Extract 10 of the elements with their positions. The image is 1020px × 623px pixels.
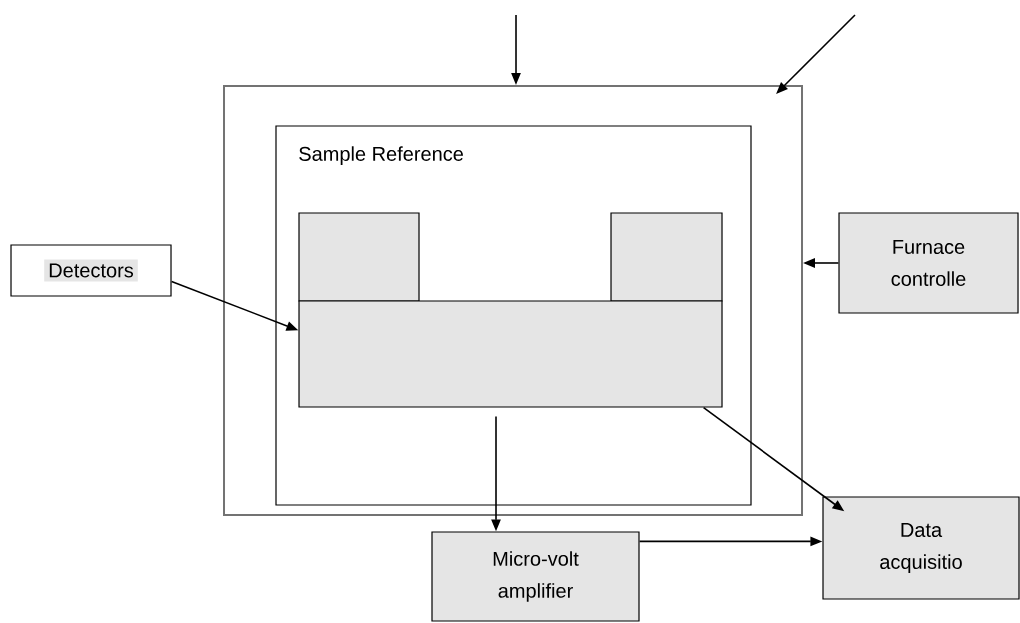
process-box: Data acquisitio xyxy=(822,496,1020,600)
furnace-box xyxy=(223,85,803,516)
crucible-box xyxy=(610,212,723,302)
process-box: Detectors xyxy=(10,244,172,297)
crucible-box xyxy=(298,212,420,302)
arrow xyxy=(776,14,856,94)
process-box: Furnace controlle xyxy=(838,212,1019,314)
panel-title: Sample Reference xyxy=(299,146,463,165)
process-box: Micro-volt amplifier xyxy=(431,531,640,622)
sample-chamber-box xyxy=(275,125,752,506)
